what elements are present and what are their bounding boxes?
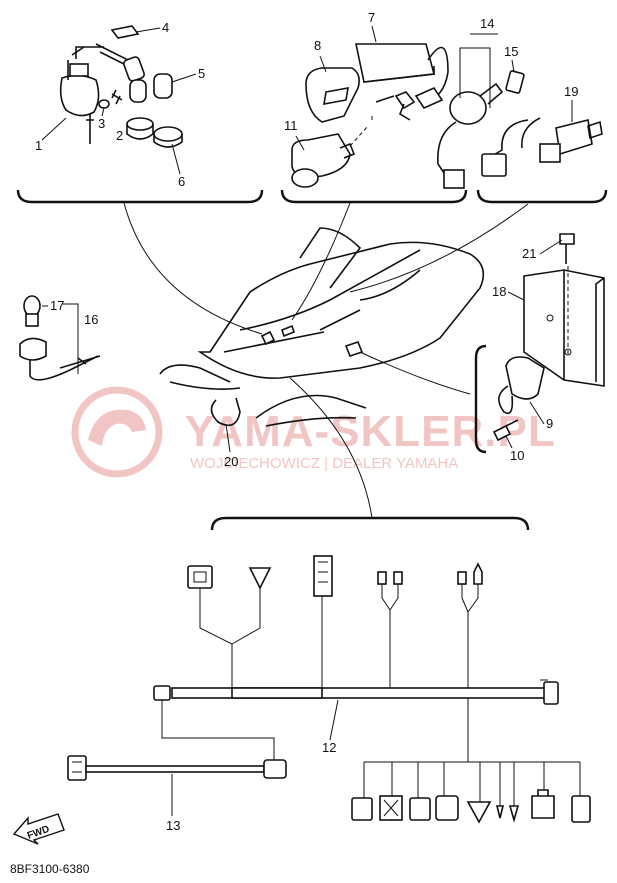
bulb-17 bbox=[23, 295, 41, 317]
callout-8: 8 bbox=[314, 38, 321, 53]
callout-14: 14 bbox=[480, 16, 494, 31]
callout-15: 15 bbox=[504, 44, 518, 59]
callout-13: 13 bbox=[166, 818, 180, 833]
callout-18: 18 bbox=[492, 284, 506, 299]
cap-8 bbox=[305, 67, 360, 123]
diagram-code: 8BF3100-6380 bbox=[10, 862, 90, 876]
harness-main-trunk bbox=[171, 687, 549, 699]
callout-5: 5 bbox=[198, 66, 205, 81]
ignition-coil bbox=[59, 74, 100, 117]
callout-16: 16 bbox=[84, 312, 98, 327]
callout-12: 12 bbox=[322, 740, 336, 755]
relay-9 bbox=[505, 356, 545, 400]
callout-19: 19 bbox=[564, 84, 578, 99]
callouts-top-right: 14 15 19 bbox=[470, 16, 578, 122]
key-15 bbox=[505, 70, 525, 94]
main-switch-group bbox=[437, 47, 603, 189]
callout-17: 17 bbox=[50, 298, 64, 313]
cdi-unit-group bbox=[291, 43, 449, 188]
socket-16 bbox=[19, 337, 47, 361]
fwd-arrow-icon: FWD bbox=[12, 813, 65, 845]
callout-2: 2 bbox=[116, 128, 123, 143]
plate-group bbox=[474, 233, 605, 454]
bolt-21 bbox=[559, 233, 575, 264]
lead-wire-13: 13 bbox=[67, 755, 287, 833]
callout-6: 6 bbox=[178, 174, 185, 189]
bulb-group bbox=[19, 295, 101, 381]
bracket-right bbox=[474, 344, 487, 454]
washer-3 bbox=[98, 99, 110, 109]
harness-connector-tall bbox=[313, 555, 333, 597]
callout-1: 1 bbox=[35, 138, 42, 153]
cdi-unit-7 bbox=[355, 43, 436, 83]
switch-connector bbox=[443, 169, 465, 189]
bracket-top-right bbox=[476, 189, 608, 204]
callout-3: 3 bbox=[98, 116, 105, 131]
callouts-top-middle: 7 8 11 bbox=[284, 10, 377, 151]
clamp-20 bbox=[210, 397, 241, 427]
watermark-subtext: WOJCIECHOWICZ | DEALER YAMAHA bbox=[190, 455, 458, 472]
watermark-logo bbox=[71, 386, 163, 478]
callouts-left: 17 16 bbox=[42, 298, 98, 327]
main-switch-14 bbox=[449, 91, 487, 125]
bracket-top-left bbox=[16, 189, 264, 204]
leader-connections bbox=[123, 202, 529, 519]
callout-21: 21 bbox=[522, 246, 536, 261]
watermark-helmet-icon bbox=[88, 409, 146, 446]
lead-wire bbox=[85, 765, 265, 773]
callout-9: 9 bbox=[546, 416, 553, 431]
screw-10 bbox=[492, 419, 519, 442]
grommet-6 bbox=[153, 126, 183, 142]
bracket-top-middle bbox=[280, 189, 468, 204]
wire-harness-12: 12 bbox=[153, 555, 591, 824]
callouts-right: 21 18 9 10 bbox=[492, 239, 563, 463]
callout-10: 10 bbox=[510, 448, 524, 463]
callouts-top-left: 1 2 3 4 5 6 bbox=[35, 20, 205, 189]
watermark: YAMA-SKLER.PL WOJCIECHOWICZ | DEALER YAM… bbox=[71, 386, 556, 478]
callout-20: 20 bbox=[224, 454, 238, 469]
bracket-bottom bbox=[210, 516, 530, 531]
clamp-group: 20 bbox=[210, 397, 241, 469]
snowmobile-body bbox=[159, 227, 485, 427]
callout-4: 4 bbox=[162, 20, 169, 35]
ignition-coil-group bbox=[59, 25, 183, 148]
callout-7: 7 bbox=[368, 10, 375, 25]
watermark-text: YAMA-SKLER.PL bbox=[185, 407, 556, 456]
plug-cap-5 bbox=[153, 73, 173, 99]
stop-switch-19 bbox=[555, 119, 593, 156]
callout-11: 11 bbox=[284, 118, 298, 133]
